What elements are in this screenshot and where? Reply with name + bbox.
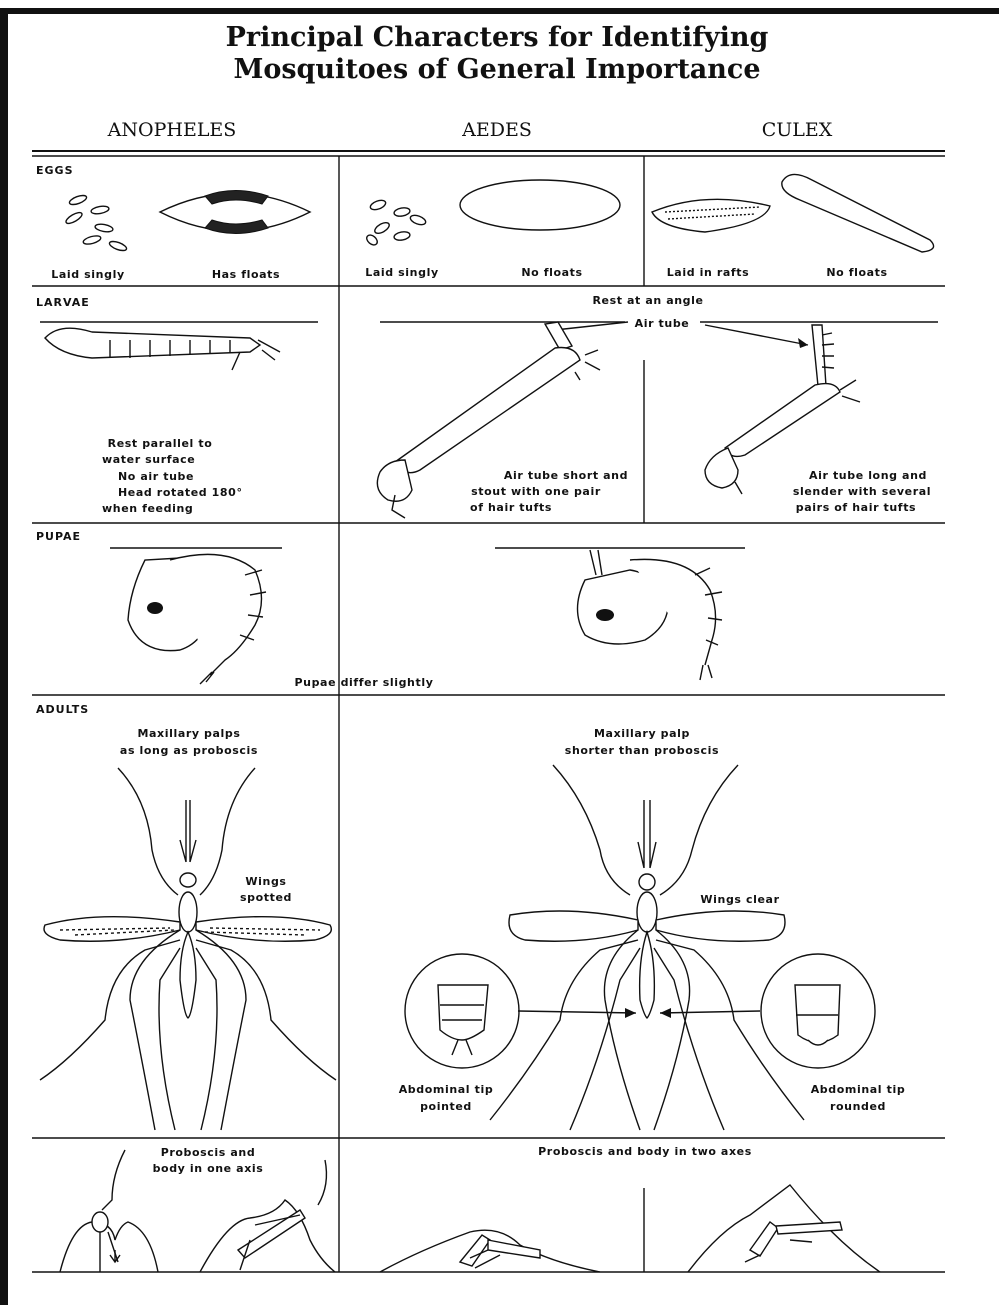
eggs-aedes-right-caption: No floats [521, 266, 582, 279]
aedes-abdominal-tip-inset [405, 954, 519, 1068]
anopheles-egg-with-floats [160, 191, 310, 234]
anopheles-single-eggs [64, 194, 127, 253]
anopheles-resting-posture-2 [200, 1160, 335, 1272]
larvae-aedes-note-2: stout with one pair [471, 485, 601, 498]
resting-culicine-note: Proboscis and body in two axes [538, 1145, 752, 1158]
larvae-culex-note-2: slender with several [793, 485, 931, 498]
pupae-note: Pupae differ slightly [294, 676, 433, 689]
adults-culicine-palps-1: Maxillary palp [594, 727, 690, 740]
air-tube-pointer-culex [705, 325, 808, 345]
resting-anopheles-note-1: Proboscis and [161, 1146, 256, 1159]
larvae-anopheles-note-5: when feeding [102, 502, 193, 515]
eggs-culex-left-caption: Laid in rafts [667, 266, 750, 279]
air-tube-arrowhead [798, 338, 808, 348]
culicine-adult [490, 765, 804, 1130]
anopheles-larva [40, 322, 318, 370]
aedes-tip-pointer [518, 1011, 636, 1013]
eggs-anopheles-left-caption: Laid singly [51, 268, 124, 281]
anopheles-adult [40, 768, 336, 1130]
adults-aedes-tip-1: Abdominal tip [399, 1083, 494, 1096]
section-label-pupae: PUPAE [36, 530, 81, 543]
culex-tip-pointer [660, 1011, 760, 1013]
larvae-aedes-note-3: of hair tufts [470, 501, 552, 514]
larvae-anopheles-note-2: water surface [102, 453, 195, 466]
adults-culicine-wings: Wings clear [700, 893, 779, 906]
larvae-culex-note-3: pairs of hair tufts [796, 501, 916, 514]
eggs-anopheles-right-caption: Has floats [212, 268, 280, 281]
adults-culex-tip-1: Abdominal tip [811, 1083, 906, 1096]
larvae-aedes-note-1: Air tube short and [504, 469, 628, 482]
title-line-1: Principal Characters for Identifying [226, 22, 769, 53]
larvae-anopheles-note-1: Rest parallel to [108, 437, 213, 450]
adults-aedes-tip-2: pointed [420, 1100, 472, 1113]
resting-anopheles-note-2: body in one axis [153, 1162, 264, 1175]
section-label-larvae: LARVAE [36, 296, 90, 309]
culex-tip-arrowhead [660, 1008, 671, 1018]
culex-egg-no-floats [782, 174, 934, 252]
adults-culex-tip-2: rounded [830, 1100, 886, 1113]
title-line-2: Mosquitoes of General Importance [233, 54, 760, 85]
larvae-air-tube-label: Air tube [635, 317, 690, 330]
adults-anopheles-palps-1: Maxillary palps [137, 727, 240, 740]
larvae-anopheles-note-3: No air tube [118, 470, 194, 483]
aedes-egg-no-floats [460, 180, 620, 230]
culicine-pupa [495, 548, 745, 680]
culex-egg-raft [652, 199, 770, 232]
eggs-aedes-left-caption: Laid singly [365, 266, 438, 279]
adults-anopheles-palps-2: as long as proboscis [120, 744, 258, 757]
larvae-angle-note: Rest at an angle [592, 294, 703, 307]
anopheles-resting-posture-1 [60, 1150, 158, 1272]
section-label-adults: ADULTS [36, 703, 89, 716]
eggs-culex-right-caption: No floats [826, 266, 887, 279]
section-label-eggs: EGGS [36, 164, 74, 177]
aedes-tip-arrowhead [625, 1008, 636, 1018]
adults-culicine-palps-2: shorter than proboscis [565, 744, 719, 757]
column-header-culex: CULEX [762, 119, 833, 141]
air-tube-pointer-aedes [555, 322, 628, 330]
larvae-anopheles-note-4: Head rotated 180° [118, 486, 243, 499]
aedes-single-eggs [365, 199, 427, 247]
column-header-anopheles: ANOPHELES [107, 119, 237, 141]
larvae-culex-note-1: Air tube long and [809, 469, 927, 482]
anopheles-pupa [110, 548, 282, 684]
adults-anopheles-wings-2: spotted [240, 891, 292, 904]
culex-resting-posture [688, 1185, 880, 1272]
aedes-resting-posture [380, 1230, 600, 1272]
adults-anopheles-wings-1: Wings [245, 875, 286, 888]
column-header-aedes: AEDES [461, 119, 532, 141]
culex-abdominal-tip-inset [761, 954, 875, 1068]
